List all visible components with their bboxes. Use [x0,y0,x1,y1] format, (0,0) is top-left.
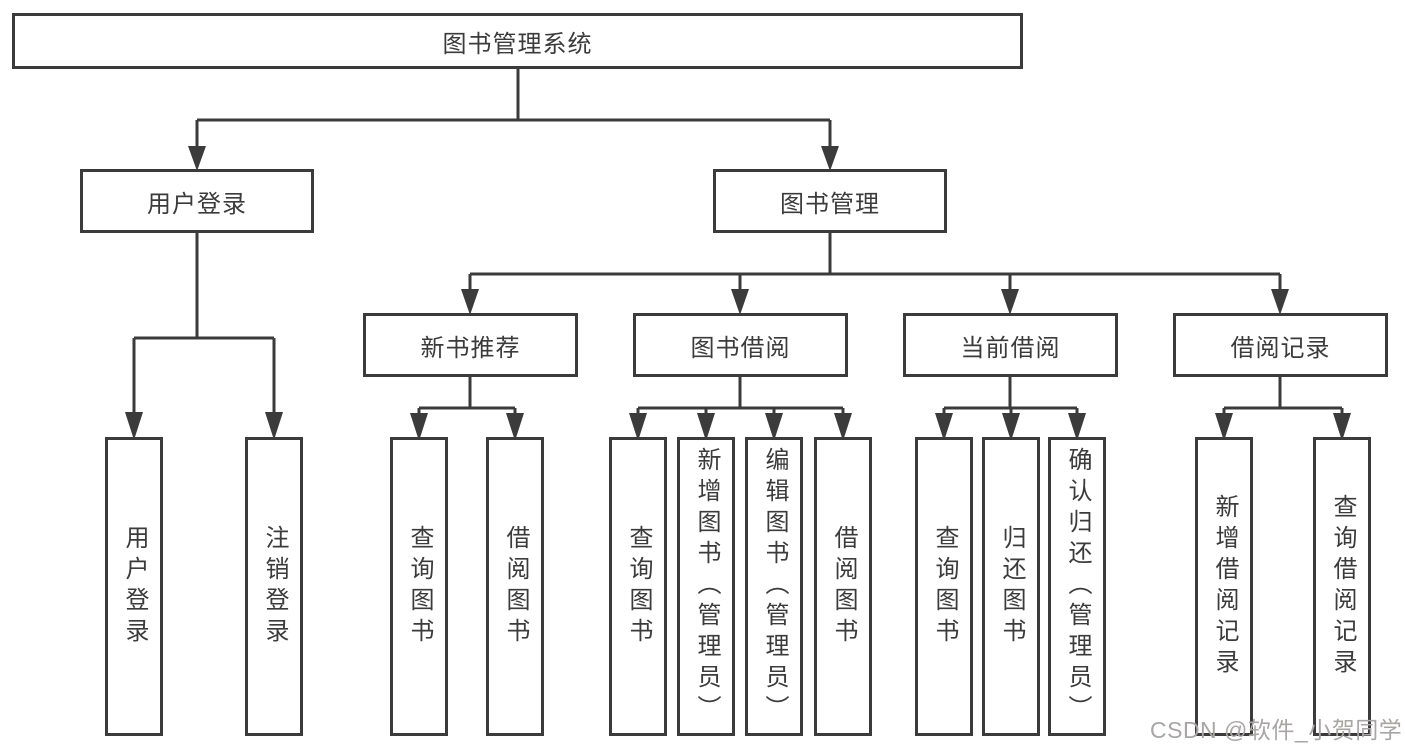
node-user-login: 用户登录 [80,169,314,233]
leaf-return-book: 归还图书 [982,437,1040,736]
node-current-borrow: 当前借阅 [903,313,1118,377]
node-borrow-records: 借阅记录 [1173,313,1388,377]
leaf-add-borrow-record: 新增借阅记录 [1195,437,1253,736]
leaf-logout: 注销登录 [245,437,303,736]
watermark-text: CSDN @软件_小贺同学 [1150,717,1403,743]
leaf-query-borrow-record: 查询借阅记录 [1313,437,1371,736]
leaf-query-books-recommend: 查询图书 [390,437,448,736]
leaf-borrow-books-recommend: 借阅图书 [486,437,544,736]
leaf-add-book-admin: 新增图书（管理员） [677,437,735,736]
leaf-query-books-current: 查询图书 [915,437,973,736]
node-system-root: 图书管理系统 [12,13,1023,69]
arrowheads [125,146,1351,441]
node-book-management: 图书管理 [713,169,947,233]
leaf-user-login: 用户登录 [105,437,163,736]
leaf-confirm-return-admin: 确认归还（管理员） [1048,437,1106,736]
node-new-book-recommend: 新书推荐 [363,313,578,377]
leaf-edit-book-admin: 编辑图书（管理员） [745,437,803,736]
leaf-query-books-borrow: 查询图书 [609,437,667,736]
leaf-borrow-books: 借阅图书 [814,437,872,736]
node-book-borrow: 图书借阅 [633,313,848,377]
